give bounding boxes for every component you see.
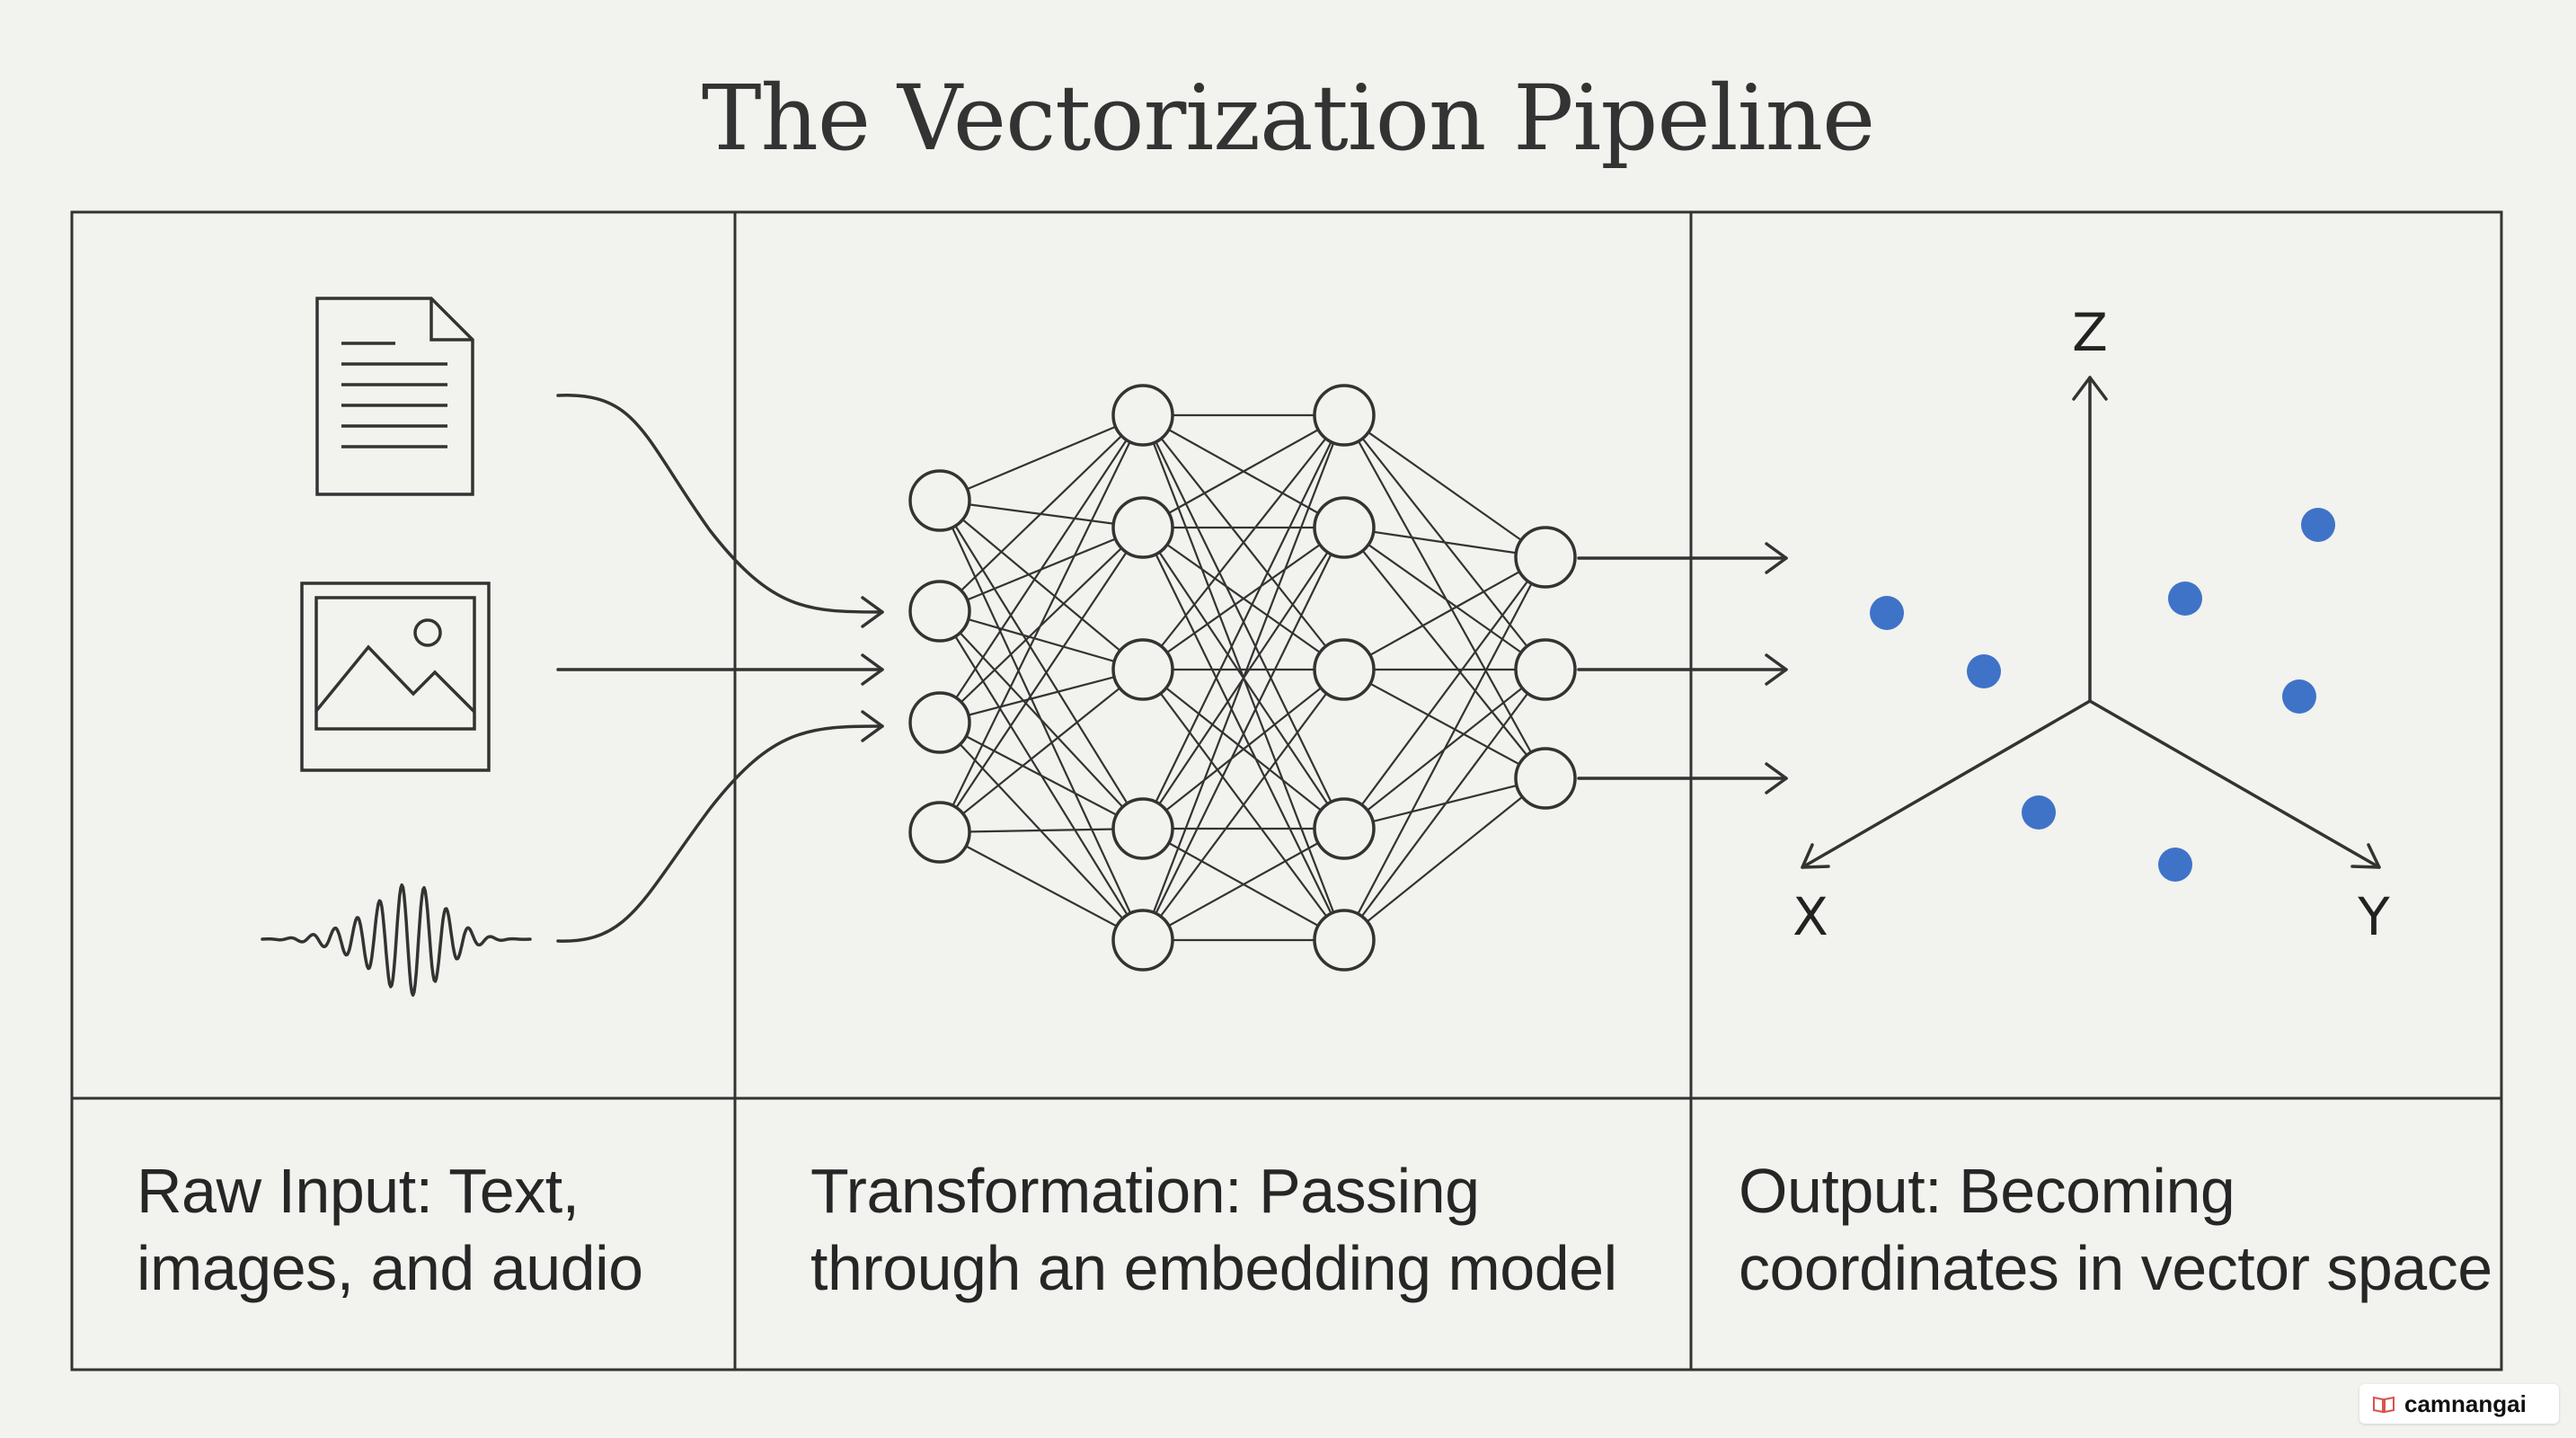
- output-arrowhead-1: [1765, 542, 1788, 574]
- y-arrowhead: [2350, 843, 2381, 869]
- network-node: [1313, 797, 1376, 860]
- network-connection: [1343, 669, 1546, 779]
- x-arrowhead: [1801, 843, 1830, 869]
- output-arrowhead-3: [1765, 762, 1788, 794]
- network-connection: [1343, 414, 1546, 779]
- network-connection: [1142, 828, 1345, 941]
- network-connection: [1343, 777, 1546, 941]
- x-axis-label: X: [1793, 886, 1828, 947]
- network-node: [1111, 909, 1174, 972]
- network-connection: [1142, 414, 1345, 528]
- vector-point: [2301, 508, 2335, 542]
- network-connection: [1343, 527, 1546, 779]
- document-arrow: [556, 394, 884, 614]
- network-node: [908, 580, 971, 643]
- outer-frame: [70, 210, 2503, 1371]
- vector-point: [1870, 596, 1904, 630]
- network-connection: [939, 668, 1144, 724]
- network-connection: [1142, 527, 1345, 941]
- network-connection: [939, 413, 1144, 502]
- network-node: [1111, 797, 1174, 860]
- network-connection: [1343, 556, 1546, 670]
- output-caption-line-2: coordinates in vector space: [1739, 1233, 2492, 1303]
- y-axis: [2088, 699, 2381, 869]
- image-icon: [300, 581, 491, 772]
- vector-points: [1870, 508, 2335, 882]
- output-arrowhead-2: [1765, 653, 1788, 686]
- network-connection: [1142, 669, 1345, 830]
- network-connection: [939, 414, 1144, 612]
- network-node: [1111, 384, 1174, 447]
- panel-grid: [70, 210, 2503, 1371]
- network-node: [908, 469, 971, 532]
- network-connection: [1343, 556, 1546, 941]
- book-icon: [2373, 1396, 2395, 1414]
- vector-point: [2282, 679, 2316, 714]
- network-node: [1514, 747, 1577, 810]
- network-connection: [1142, 414, 1345, 830]
- document-arrowhead: [861, 596, 884, 628]
- transformation-caption-line-1: Transformation: Passing: [810, 1156, 1480, 1226]
- network-connection: [939, 827, 1144, 834]
- vector-point: [2158, 848, 2192, 882]
- audio-arrow: [556, 724, 884, 943]
- raw-input-caption-line-2: images, and audio: [137, 1233, 643, 1303]
- network-connection: [939, 609, 1144, 671]
- network-node: [1111, 496, 1174, 559]
- audio-waveform-icon: [261, 883, 532, 997]
- image-arrowhead: [861, 653, 884, 686]
- x-axis: [1801, 699, 2092, 869]
- network-connection: [1142, 669, 1345, 941]
- transformation-caption: Transformation: Passing through an embed…: [810, 1152, 1617, 1307]
- output-caption-line-1: Output: Becoming: [1739, 1156, 2235, 1226]
- network-connection: [939, 500, 1144, 670]
- network-connection: [1343, 556, 1546, 830]
- network-connection: [939, 722, 1144, 830]
- network-connection: [939, 610, 1144, 830]
- output-caption: Output: Becoming coordinates in vector s…: [1739, 1152, 2492, 1307]
- audio-arrowhead: [861, 710, 884, 742]
- network-node: [1313, 638, 1376, 701]
- network-connection: [1142, 414, 1345, 670]
- network-connection: [1141, 414, 1346, 941]
- y-axis-label: Y: [2357, 886, 2390, 947]
- watermark-badge: camnangai: [2359, 1384, 2559, 1424]
- vector-point: [2022, 795, 2056, 830]
- network-node: [1514, 638, 1577, 701]
- raw-input-caption-line-1: Raw Input: Text,: [137, 1156, 580, 1226]
- network-connection: [1343, 526, 1546, 559]
- network-connection: [939, 831, 1144, 941]
- output-arrows: [1577, 542, 1788, 794]
- network-connection: [939, 414, 1144, 833]
- raw-input-caption: Raw Input: Text, images, and audio: [137, 1152, 643, 1307]
- neural-network-icon: [908, 384, 1577, 972]
- network-node: [1111, 638, 1174, 701]
- vector-point: [2168, 581, 2202, 616]
- z-axis-label: Z: [2072, 302, 2108, 363]
- network-connection: [939, 414, 1144, 723]
- page-title: The Vectorization Pipeline: [701, 66, 1875, 171]
- document-icon: [315, 297, 474, 496]
- network-connection: [939, 500, 1144, 830]
- watermark-text: camnangai: [2404, 1389, 2527, 1417]
- input-arrows: [556, 394, 884, 943]
- network-node: [908, 801, 971, 864]
- network-node: [908, 691, 971, 754]
- network-connection: [1343, 527, 1546, 670]
- network-connection: [1343, 414, 1546, 558]
- z-arrowhead: [2072, 376, 2108, 401]
- network-connection: [939, 669, 1144, 833]
- transformation-caption-line-2: through an embedding model: [810, 1233, 1617, 1303]
- network-connection: [939, 527, 1144, 833]
- network-connection: [1142, 527, 1345, 670]
- network-node: [1313, 909, 1376, 972]
- network-node: [1514, 526, 1577, 589]
- vector-space-axes: [1801, 376, 2381, 869]
- vector-point: [1967, 654, 2001, 688]
- network-node: [1313, 496, 1376, 559]
- network-node: [1313, 384, 1376, 447]
- network-connection: [1343, 669, 1546, 941]
